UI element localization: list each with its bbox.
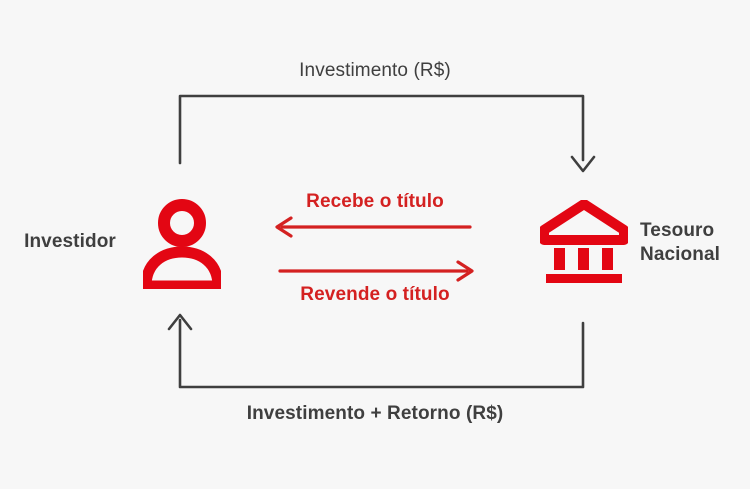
flow-arrow-revende — [278, 260, 474, 282]
flow-arrow-bottom — [167, 313, 585, 389]
flow-arrow-top-line — [178, 94, 585, 165]
flow-arrow-bottom-head — [167, 313, 193, 331]
flow-arrow-recebe — [275, 216, 472, 238]
flow-arrow-bottom-line — [178, 318, 585, 389]
actor-label-treasury: Tesouro Nacional — [640, 219, 750, 267]
flow-arrow-top-head — [570, 155, 596, 173]
actor-label-treasury-line1: Tesouro — [640, 220, 715, 241]
person-icon — [140, 197, 224, 292]
flow-label-revende: Revende o título — [300, 284, 450, 305]
bank-icon — [539, 199, 629, 284]
actor-label-investor: Investidor — [24, 231, 116, 252]
flow-label-bottom: Investimento + Retorno (R$) — [246, 403, 504, 424]
flow-arrow-recebe-head — [275, 216, 293, 238]
flow-arrow-revende-head — [456, 260, 474, 282]
actor-label-treasury-line2: Nacional — [640, 244, 720, 266]
flow-arrow-top — [178, 94, 596, 173]
flow-label-recebe: Recebe o título — [306, 191, 444, 212]
flow-label-top: Investimento (R$) — [299, 60, 451, 81]
